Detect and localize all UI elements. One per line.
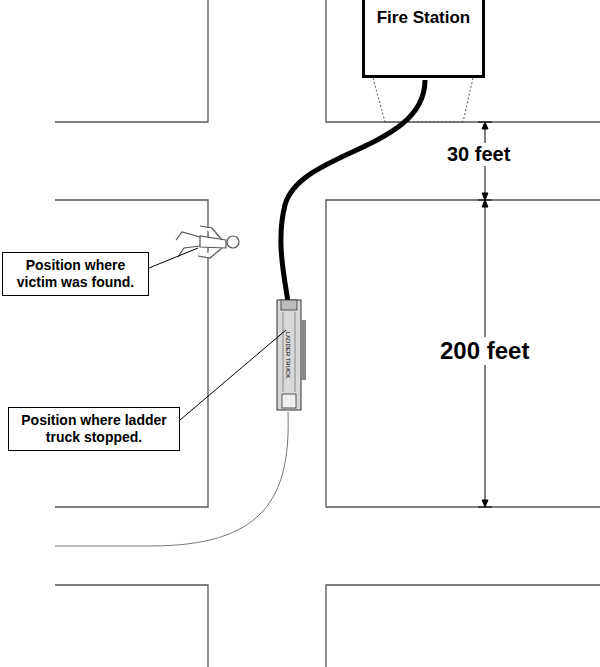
node-text: Position where ladder truck stopped. — [13, 412, 175, 446]
dimension-lines — [478, 122, 492, 507]
callout-box: Position where victim was found. — [2, 252, 149, 296]
truck-text: LADDER TRUCK — [285, 332, 291, 379]
block-outlines — [55, 0, 600, 667]
truck-path — [281, 80, 425, 302]
dimension-label: 200 feet — [440, 337, 529, 365]
node-text: Fire Station — [369, 8, 478, 28]
fire-station: Fire Station — [362, 0, 485, 78]
callout-box: Position where ladder truck stopped. — [8, 407, 180, 451]
node-text: Position where victim was found. — [7, 257, 144, 291]
leader-lines — [149, 248, 286, 420]
ladder-truck — [277, 300, 306, 410]
dimension-label: 30 feet — [447, 143, 510, 166]
